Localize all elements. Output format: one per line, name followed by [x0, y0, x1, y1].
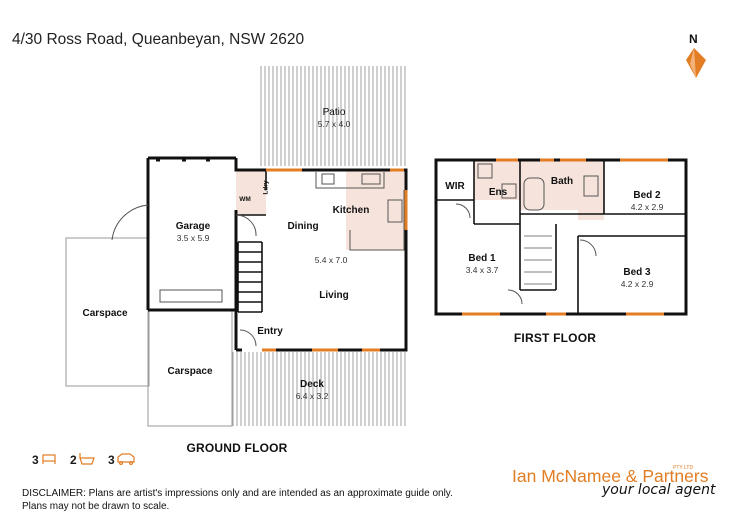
first-floor-inner-walls	[436, 160, 686, 314]
room-dimensions: 3.4 x 3.7	[465, 265, 499, 275]
property-address: 4/30 Ross Road, Queanbeyan, NSW 2620	[12, 31, 305, 48]
dining-door-swing	[235, 214, 257, 237]
room-bed2: Bed 2 4.2 x 2.9	[631, 190, 664, 213]
room-dimensions: 6.4 x 3.2	[295, 391, 329, 401]
first-floor-windows	[462, 158, 668, 316]
room-name: Bed 2	[633, 190, 661, 201]
agency-logo-name: Ian McNamee & Partners	[512, 466, 709, 486]
patio-area	[258, 66, 406, 166]
garage-door-swing	[111, 204, 149, 241]
ground-floor-inner-walls	[235, 170, 267, 313]
bed-icon	[42, 454, 56, 464]
room-dimensions: 4.2 x 2.9	[620, 279, 654, 289]
room-wir: WIR	[445, 181, 465, 192]
ensuite-floor	[474, 160, 520, 200]
room-garage: Garage 3.5 x 5.9	[176, 221, 210, 244]
room-dimensions: 5.7 x 4.0	[317, 119, 351, 129]
bed3-door-swing	[579, 239, 597, 257]
bed2-ensuite-floor	[578, 160, 604, 220]
room-living: Living	[319, 290, 349, 301]
laundry-floor	[236, 170, 266, 215]
north-arrow-icon	[686, 48, 706, 78]
room-name: Patio	[322, 107, 346, 118]
washing-machine-label: WM	[239, 196, 251, 203]
bedroom-count: 3	[32, 453, 39, 467]
room-carspace-front: Carspace	[167, 366, 213, 377]
deck-area	[232, 352, 406, 426]
garage-bench	[159, 289, 223, 303]
compass-letter: N	[689, 32, 698, 46]
room-name: Deck	[300, 379, 324, 390]
room-dining: Dining	[287, 221, 319, 232]
room-dimensions: 3.5 x 5.9	[176, 233, 210, 243]
room-name: Garage	[175, 221, 211, 232]
room-kitchen: Kitchen	[332, 205, 370, 216]
entry-door-swing	[239, 329, 257, 347]
room-bath: Bath	[550, 176, 574, 187]
agency-tagline: your local agent	[602, 482, 716, 498]
ground-floor-walls	[146, 156, 408, 352]
disclaimer-text: DISCLAIMER: Plans are artist's impressio…	[22, 488, 453, 512]
ground-floor-windows	[262, 168, 408, 352]
carspace-left-outline	[65, 237, 150, 387]
room-entry: Entry	[257, 326, 283, 337]
parking-count: 3	[108, 453, 115, 467]
bed1-entry-swing	[507, 289, 523, 305]
room-patio: Patio 5.7 x 4.0	[318, 107, 351, 130]
room-name: Bed 3	[623, 267, 651, 278]
room-carspace-left: Carspace	[82, 308, 128, 319]
ground-floor-label: GROUND FLOOR	[186, 441, 288, 455]
first-floor-label: FIRST FLOOR	[513, 331, 597, 345]
room-deck: Deck 6.4 x 3.2	[296, 379, 329, 402]
room-dimensions: 4.2 x 2.9	[630, 202, 664, 212]
room-ensuite: Ens	[488, 187, 508, 198]
bathroom-count: 2	[70, 453, 77, 467]
agency-logo-suffix: PTY LTD	[673, 465, 694, 471]
first-floor-fixtures	[477, 163, 599, 211]
kitchen-bench	[315, 172, 405, 251]
bed1-door-swing	[455, 203, 471, 219]
room-bed3: Bed 3 4.2 x 2.9	[621, 267, 654, 290]
room-laundry: Ldry	[262, 180, 270, 195]
kitchen-floor	[346, 170, 406, 250]
car-icon	[117, 453, 135, 466]
room-name: Bed 1	[468, 253, 496, 264]
room-bed1: Bed 1 3.4 x 3.7	[466, 253, 499, 276]
living-dimensions: 5.4 x 7.0	[314, 255, 348, 265]
bath-icon	[79, 453, 95, 465]
stair-lines	[524, 235, 552, 285]
